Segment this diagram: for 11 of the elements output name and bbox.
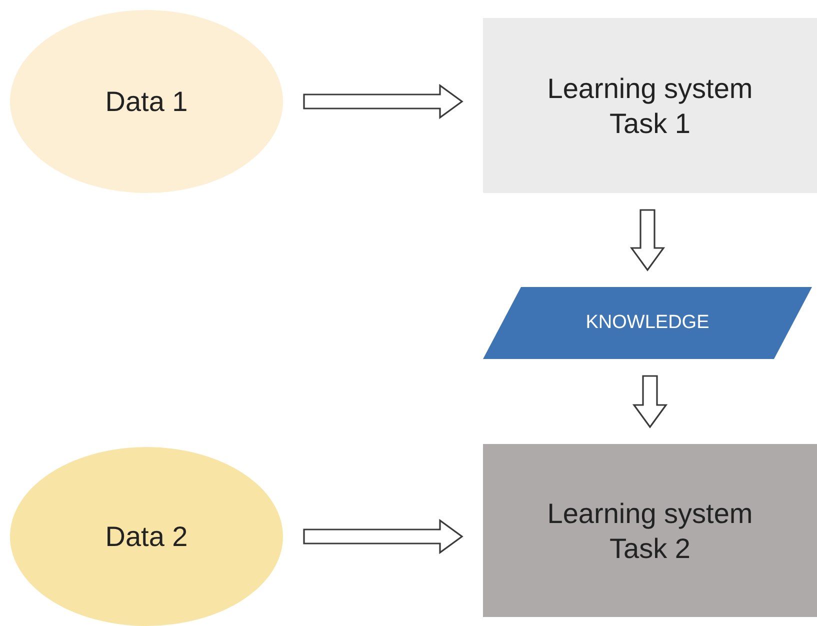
- block-arrow: [303, 84, 464, 120]
- block-arrow: [303, 518, 464, 554]
- knowledge-parallelogram: [483, 287, 812, 359]
- block-arrow: [632, 375, 668, 428]
- process-box: [483, 444, 817, 617]
- block-arrow: [630, 209, 666, 272]
- node-label: Learning system Task 2: [546, 496, 754, 566]
- node-label: KNOWLEDGE: [586, 310, 710, 335]
- node-label: Data 2: [105, 520, 188, 554]
- node-label: Learning system Task 1: [546, 72, 754, 140]
- node-label: Data 1: [105, 84, 188, 118]
